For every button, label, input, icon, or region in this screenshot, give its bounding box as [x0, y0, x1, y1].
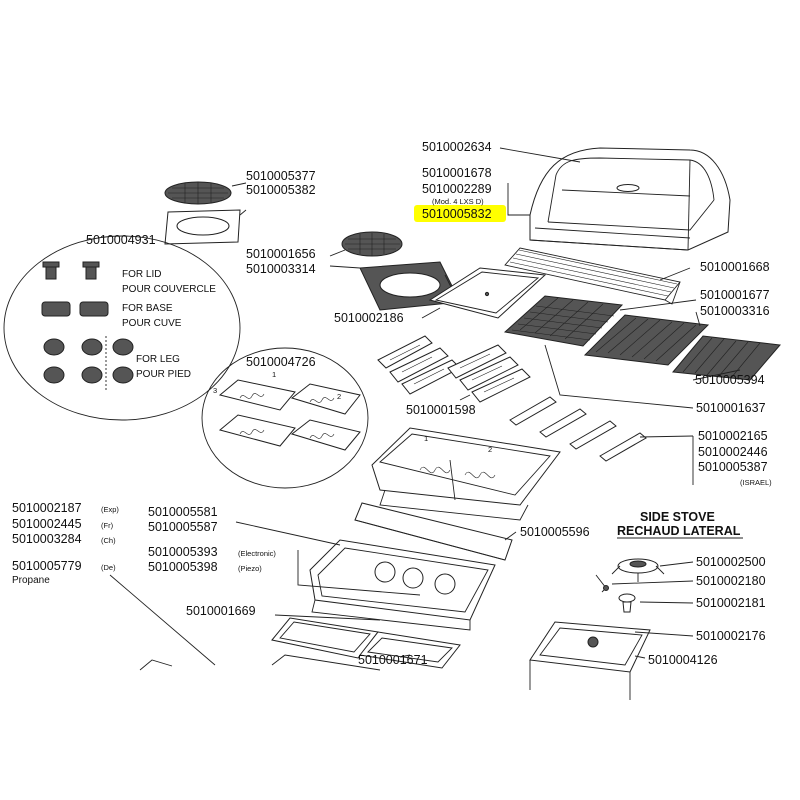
fixings-base-fr: POUR CUVE — [122, 318, 182, 329]
callout-top-grate-2: 5010005382 — [246, 183, 316, 197]
callout-valve-2-note: (Fr) — [101, 521, 114, 530]
round-grate-top-part — [164, 181, 232, 205]
fixings-leg-en: FOR LEG — [136, 354, 180, 365]
callout-valve-1-note: (Exp) — [101, 505, 119, 514]
callout-top-grate-1: 5010005377 — [246, 169, 316, 183]
fixings-leg-fr: POUR PIED — [136, 369, 191, 380]
firebox-detail-circle: 1 2 3 — [201, 347, 369, 489]
side-stove-body-part — [529, 621, 651, 700]
callout-valve-2: 5010002445 — [12, 517, 82, 531]
callout-burner-note: (ISRAEL) — [740, 478, 772, 487]
callout-control-1: 5010005581 — [148, 505, 218, 519]
callout-grid-1: 5010001677 — [700, 288, 770, 302]
side-injector-part — [595, 574, 609, 593]
plancha-part — [428, 267, 547, 319]
callout-valve-1: 5010002187 — [12, 501, 82, 515]
callout-lid-3: 5010002289 — [422, 182, 492, 196]
callout-round-grate-2: 5010003314 — [246, 262, 316, 276]
side-burner-cap-part — [611, 558, 665, 582]
callout-burner-1: 5010002165 — [698, 429, 768, 443]
callout-valve-4: 5010005779 — [12, 559, 82, 573]
firebox-detail-number-3: 3 — [213, 386, 217, 395]
firebox-detail-number-2: 2 — [337, 392, 341, 401]
callout-side-burner-cap: 5010002500 — [696, 555, 766, 569]
firebox-part: 1 2 — [371, 427, 561, 521]
burner-tubes-part — [509, 396, 647, 462]
callout-drip-tray: 5010001671 — [358, 653, 428, 667]
fixings-lid-fr: POUR COUVERCLE — [122, 284, 216, 295]
callout-lid-note: (Mod. 4 LXS D) — [432, 197, 484, 206]
flame-tamer-part — [377, 335, 531, 403]
callout-round-grate-1: 5010001656 — [246, 247, 316, 261]
callout-fixings: 5010004931 — [86, 233, 156, 247]
warming-rack-part — [504, 247, 681, 305]
fixings-detail — [3, 235, 241, 421]
callout-back-panel: 5010005596 — [520, 525, 590, 539]
callout-control-3-note: (Electronic) — [238, 549, 276, 558]
callout-lid-2: 5010001678 — [422, 166, 492, 180]
callout-lid-1: 5010002634 — [422, 140, 492, 154]
side-stove-title-en: SIDE STOVE — [640, 510, 715, 524]
callout-lid-4: 5010005832 — [422, 207, 492, 221]
callout-plancha: 5010002186 — [334, 311, 404, 325]
callout-control-3: 5010005393 — [148, 545, 218, 559]
callout-burner-2: 5010002446 — [698, 445, 768, 459]
firebox-marker-1: 1 — [424, 434, 428, 443]
callout-side-knob: 5010002181 — [696, 596, 766, 610]
callout-side-pan: 5010002176 — [696, 629, 766, 643]
grate-frame-top-part — [164, 209, 241, 245]
firebox-detail-number-1: 1 — [272, 370, 276, 379]
callout-side-body: 5010004126 — [648, 653, 718, 667]
firebox-marker-2: 2 — [488, 445, 492, 454]
drip-tray-part — [359, 631, 461, 669]
callout-flame-tamer: 5010001598 — [406, 403, 476, 417]
callout-control-4-note: (Piezo) — [238, 564, 262, 573]
callout-side-injector: 5010002180 — [696, 574, 766, 588]
round-grate-part — [341, 231, 403, 257]
callout-valve-4-note: (De) — [101, 563, 116, 572]
fixings-lid-en: FOR LID — [122, 269, 161, 280]
callout-grease-tray: 5010001669 — [186, 604, 256, 618]
callout-grid-2: 5010003316 — [700, 304, 770, 318]
highlight-marker — [414, 205, 506, 222]
side-grid-part — [672, 335, 781, 381]
fixings-base-en: FOR BASE — [122, 303, 173, 314]
callout-firebox-detail: 5010004726 — [246, 355, 316, 369]
callout-valve-propane: Propane — [12, 575, 50, 586]
back-panel-part — [354, 502, 513, 561]
callout-warming-rack: 5010001668 — [700, 260, 770, 274]
callout-valve-3-note: (Ch) — [101, 536, 116, 545]
leader-lines — [109, 147, 741, 666]
lid-part — [529, 147, 731, 251]
callout-control-4: 5010005398 — [148, 560, 218, 574]
control-panel-part — [309, 539, 496, 631]
callout-control-2: 5010005587 — [148, 520, 218, 534]
side-stove-title-fr: RECHAUD LATERAL — [617, 524, 741, 538]
side-knob-part — [618, 593, 636, 613]
cast-iron-grid-part — [583, 314, 710, 366]
bottom-shelf-part — [139, 654, 381, 671]
callout-burner-3: 5010005387 — [698, 460, 768, 474]
callout-side-grid: 5010005394 — [695, 373, 765, 387]
cooking-grid-part — [503, 295, 624, 347]
callout-cooking-grate: 5010001637 — [696, 401, 766, 415]
callout-valve-3: 5010003284 — [12, 532, 82, 546]
